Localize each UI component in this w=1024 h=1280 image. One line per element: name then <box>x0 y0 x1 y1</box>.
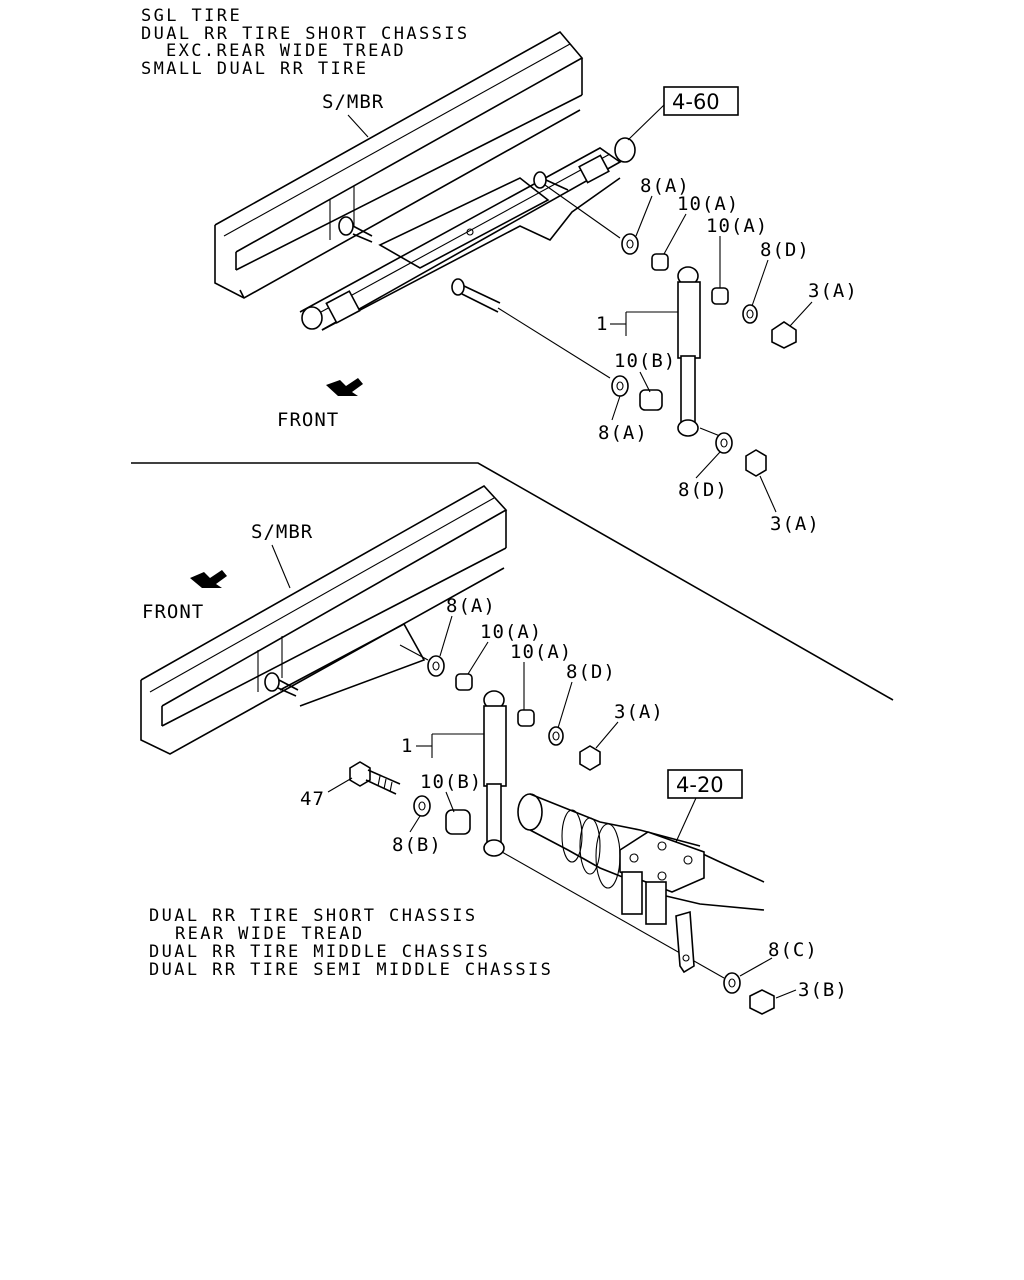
bottom-callout-8c: 8(C) <box>768 939 818 961</box>
top-ref-leader <box>627 104 665 141</box>
bottom-ref-leader <box>675 797 697 843</box>
bottom-callout-3b: 3(B) <box>798 979 848 1001</box>
bottom-callouts: 8(A) 10(A) 10(A) 8(D) 3(A) 1 10(B) 47 8(… <box>300 595 848 1001</box>
bottom-callout-10b: 10(B) <box>420 771 482 793</box>
top-axis-line-3 <box>699 427 721 437</box>
bottom-note-2: REAR WIDE TREAD <box>175 924 365 944</box>
top-callout-10a-1: 10(A) <box>677 193 739 215</box>
top-note-1: SGL TIRE <box>141 6 242 26</box>
top-callout-8d-1: 8(D) <box>760 239 810 261</box>
top-mount-studs <box>338 171 569 313</box>
bottom-ref-box[interactable]: 4-20 <box>667 769 743 799</box>
bottom-front-arrow-icon <box>190 570 227 588</box>
top-callout-1: 1 <box>596 313 608 335</box>
top-ref-box[interactable]: 4-60 <box>663 86 739 116</box>
bottom-callout-8a: 8(A) <box>446 595 496 617</box>
section-divider <box>131 462 894 701</box>
top-callout-8d-2: 8(D) <box>678 479 728 501</box>
bottom-callout-8b: 8(B) <box>392 834 442 856</box>
bottom-callout-3a: 3(A) <box>614 701 664 723</box>
top-callout-10a-2: 10(A) <box>706 215 768 237</box>
top-note-3: EXC.REAR WIDE TREAD <box>166 41 406 61</box>
bottom-callout-47: 47 <box>300 788 325 810</box>
bottom-note-4: DUAL RR TIRE SEMI MIDDLE CHASSIS <box>149 960 553 980</box>
bottom-ref-box-label: 4-20 <box>676 773 724 797</box>
bottom-applicability-notes: DUAL RR TIRE SHORT CHASSIS REAR WIDE TRE… <box>149 906 553 980</box>
top-smbr-leader <box>347 114 369 138</box>
top-callout-3a-2: 3(A) <box>770 513 820 535</box>
bottom-bolt-47 <box>349 761 401 795</box>
bottom-note-3: DUAL RR TIRE MIDDLE CHASSIS <box>149 942 490 962</box>
bottom-axis-line-1 <box>399 644 429 661</box>
bottom-callout-1: 1 <box>401 735 413 757</box>
bottom-callout-10a-1: 10(A) <box>480 621 542 643</box>
top-hardware <box>611 233 797 477</box>
top-note-2: DUAL RR TIRE SHORT CHASSIS <box>141 24 470 44</box>
top-applicability-notes: SGL TIRE DUAL RR TIRE SHORT CHASSIS EXC.… <box>141 6 470 79</box>
bottom-callout-8d: 8(D) <box>566 661 616 683</box>
bottom-side-member <box>140 484 508 755</box>
top-front-arrow-icon <box>326 378 363 396</box>
bottom-smbr-label: S/MBR <box>251 521 313 543</box>
top-axis-line-1 <box>544 184 621 239</box>
top-callout-8a-1: 8(A) <box>640 175 690 197</box>
top-callouts: 8(A) 10(A) 10(A) 8(D) 3(A) 1 10(B) 8(A) … <box>596 175 858 535</box>
top-callout-3a-1: 3(A) <box>808 280 858 302</box>
top-note-4: SMALL DUAL RR TIRE <box>141 59 368 79</box>
top-shock-absorber <box>677 266 701 437</box>
bottom-mount-stud <box>264 672 299 697</box>
bottom-callout-10a-2: 10(A) <box>510 641 572 663</box>
top-axis-line-2 <box>497 307 611 379</box>
bottom-hardware <box>413 655 775 1015</box>
bottom-front-label: FRONT <box>142 601 204 623</box>
top-leaf-spring <box>299 137 636 331</box>
bottom-note-1: DUAL RR TIRE SHORT CHASSIS <box>149 906 478 926</box>
top-ref-box-label: 4-60 <box>672 90 720 114</box>
top-front-label: FRONT <box>277 409 339 431</box>
top-side-member <box>214 30 584 299</box>
bottom-smbr-leader <box>271 544 291 589</box>
top-smbr-label: S/MBR <box>322 91 384 113</box>
top-callout-8a-2: 8(A) <box>598 422 648 444</box>
top-callout-10b: 10(B) <box>614 350 676 372</box>
bottom-shock-absorber <box>483 690 507 857</box>
bottom-axle-housing <box>517 793 765 974</box>
